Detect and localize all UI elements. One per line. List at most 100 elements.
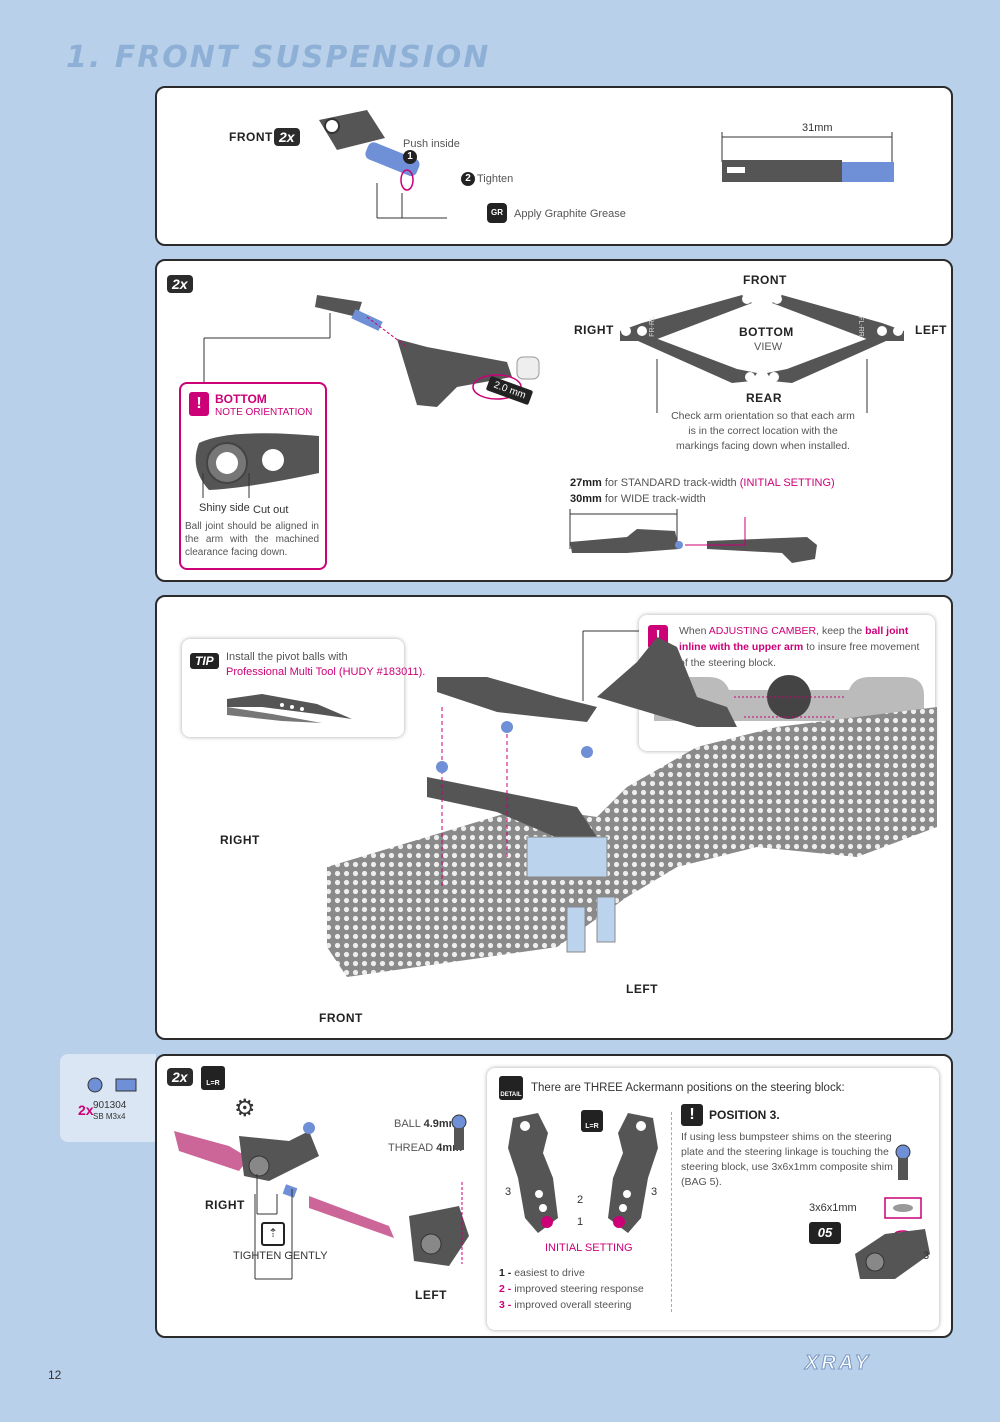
legend-item: 2 - improved steering response: [499, 1281, 644, 1297]
standard-text: for STANDARD track-width: [604, 477, 737, 489]
chassis-illustration: [327, 637, 937, 977]
standard-mm: 27mm: [570, 477, 602, 489]
thread-label: THREAD: [388, 1142, 434, 1154]
ball-joint-closeup: [195, 433, 319, 498]
panel-step-1: FRONT 2x 1 Push inside 2 Tighten GR Appl…: [155, 86, 953, 246]
front-label: FRONT: [319, 1011, 363, 1025]
standard-width-line: 27mm for STANDARD track-width (INITIAL S…: [570, 477, 835, 489]
ackermann-detail: DETAIL There are THREE Ackermann positio…: [487, 1068, 939, 1330]
qty-badge: 2x: [167, 1068, 193, 1086]
callout-line: [203, 313, 331, 385]
turnbuckle-illustration: [319, 110, 447, 219]
arm-marking-fr-rl: FR-RL: [648, 316, 656, 337]
ackermann-pos-b: 2: [577, 1194, 584, 1206]
side-part: 901304: [93, 1100, 127, 1111]
qty-badge: 2x: [274, 128, 300, 146]
side-qty: 2x: [78, 1102, 94, 1118]
front-label: FRONT: [229, 130, 273, 144]
detail-icon: DETAIL: [499, 1076, 523, 1100]
camber-key: ADJUSTING CAMBER: [708, 625, 817, 637]
bottom-view-label: BOTTOM: [739, 325, 794, 339]
qty-badge: 2x: [167, 275, 193, 293]
screw-icon: [87, 1077, 137, 1093]
arm-assembly-illustration: [315, 295, 540, 407]
push-inside-text: Push inside: [403, 138, 460, 150]
brand-logo: XRAY: [804, 1352, 872, 1375]
view-label: VIEW: [754, 341, 783, 353]
wide-text: for WIDE track-width: [604, 493, 706, 505]
left-label: LEFT: [626, 982, 658, 996]
arm-marking-fl-rr: FL-RR: [856, 316, 864, 337]
legend-num: 1 -: [499, 1267, 512, 1279]
lr-icon: L=R: [201, 1066, 225, 1090]
turnbuckle-side-view: [721, 132, 894, 182]
warning-icon: !: [189, 392, 209, 416]
camber-pre: When: [679, 625, 707, 637]
grease-icon: GR: [487, 203, 507, 223]
ackermann-text: There are THREE Ackermann positions on t…: [531, 1082, 845, 1094]
legend-text: easiest to drive: [514, 1267, 585, 1279]
panel-step-3: TIP Install the pivot balls with Profess…: [155, 595, 953, 1040]
shiny-side: Shiny side: [199, 502, 250, 514]
steering-plates-illustration: [508, 1113, 658, 1233]
cut-out: Cut out: [253, 504, 289, 516]
camber-callout-line: [582, 630, 639, 701]
legend-item: 1 - easiest to drive: [499, 1265, 644, 1281]
ball-label: BALL: [394, 1118, 421, 1130]
ackermann-pos-a: 3: [505, 1186, 512, 1198]
lr-icon: L=R: [581, 1110, 603, 1132]
wide-mm: 30mm: [570, 493, 602, 505]
grease-text: Apply Graphite Grease: [514, 208, 626, 220]
page-title: 1. FRONT SUSPENSION: [66, 40, 491, 75]
ackermann-legend: 1 - easiest to drive 2 - improved steeri…: [499, 1265, 644, 1313]
shim-position: 3: [923, 1250, 930, 1262]
shim-label: 3x6x1mm: [809, 1202, 857, 1214]
tighten-text: Tighten: [477, 173, 514, 185]
camber-mid: , keep the: [816, 625, 863, 637]
check-orientation-text: Check arm orientation so that each arm i…: [671, 410, 855, 452]
left-label: LEFT: [415, 1288, 447, 1302]
note-orientation: NOTE ORIENTATION: [215, 407, 313, 418]
legend-text: improved steering response: [514, 1283, 644, 1295]
bag-badge: 05: [809, 1222, 841, 1244]
tip-box: TIP Install the pivot balls with Profess…: [182, 639, 425, 737]
track-width-arm: [569, 509, 817, 563]
legend-text: improved overall steering: [514, 1299, 632, 1311]
panel-step-2: 2x 2.0 mm ! BOTTOM NOTE ORIENTATION Shin…: [155, 259, 953, 582]
front-label: FRONT: [743, 273, 787, 287]
steering-block-illustration: [174, 1122, 469, 1266]
tip-label: TIP: [190, 653, 219, 669]
left-label: LEFT: [915, 323, 947, 337]
ackermann-pos-c: 1: [577, 1216, 584, 1228]
initial-setting: (INITIAL SETTING): [739, 477, 835, 489]
side-desc: SB M3x4: [93, 1112, 126, 1121]
tighten-icon: ⇡: [261, 1222, 285, 1246]
bottom-title: BOTTOM: [215, 392, 267, 406]
pointer-lines: [254, 1174, 463, 1280]
dimension-31mm: 31mm: [802, 122, 833, 134]
right-label: RIGHT: [220, 833, 260, 847]
ackermann-pos-d: 3: [651, 1186, 658, 1198]
ball-spec: BALL 4.9mm: [394, 1118, 458, 1130]
warning-icon: !: [681, 1104, 703, 1126]
note-text: Ball joint should be aligned in the arm …: [185, 521, 319, 558]
step-number-1: 1: [403, 150, 417, 164]
camber-post: to insure free movement of the steering …: [679, 641, 920, 669]
right-label: RIGHT: [574, 323, 614, 337]
wide-width-line: 30mm for WIDE track-width: [570, 493, 706, 505]
camber-text: When ADJUSTING CAMBER, keep the ball joi…: [679, 623, 929, 671]
right-label: RIGHT: [205, 1198, 245, 1212]
legend-item: 3 - improved overall steering: [499, 1297, 644, 1313]
position-text: If using less bumpsteer shims on the ste…: [681, 1131, 893, 1188]
shim-illustration: [855, 1144, 930, 1279]
panel-step-4: 2x L=R ⚙ ⇡ RIGHT TIGHTEN GENTLY LEFT BAL…: [155, 1054, 953, 1338]
parts-sidebox: 2x 901304 SB M3x4: [60, 1054, 156, 1142]
position-title: POSITION 3.: [709, 1108, 780, 1122]
camber-pink: ball joint inline with the upper arm: [679, 625, 909, 653]
rear-label: REAR: [746, 391, 783, 405]
tighten-gently: TIGHTEN GENTLY: [233, 1250, 328, 1262]
bottom-orientation-note: ! BOTTOM NOTE ORIENTATION Shiny side Cut…: [179, 382, 327, 570]
initial-setting: INITIAL SETTING: [545, 1242, 633, 1254]
arms-bottom-view: [620, 294, 904, 413]
tip-text-2: Professional Multi Tool (HUDY #183011).: [226, 666, 426, 678]
